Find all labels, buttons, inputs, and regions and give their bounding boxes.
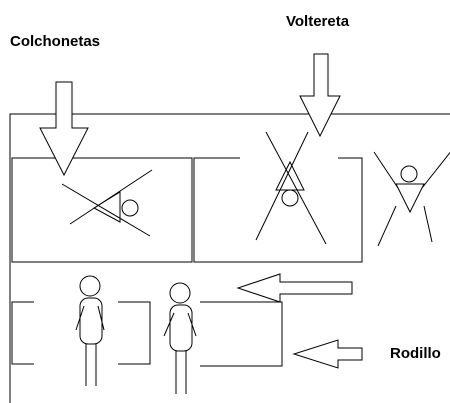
mat-rodillo-right xyxy=(200,301,283,367)
figure-standing-right xyxy=(163,282,197,394)
room-outline xyxy=(9,113,450,403)
label-voltereta: Voltereta xyxy=(286,13,350,30)
arrow-left-rodillo xyxy=(292,339,363,369)
figure-inverted-standing xyxy=(373,151,450,247)
arrow-down-voltereta xyxy=(299,53,341,138)
label-colchonetas: Colchonetas xyxy=(10,33,101,50)
mat-voltereta xyxy=(193,157,363,263)
mat-rodillo xyxy=(118,301,151,365)
label-rodillo: Rodillo xyxy=(390,345,441,362)
mat-colchonetas xyxy=(11,157,193,263)
figure-lying-crossed xyxy=(61,169,153,237)
figure-voltereta-crossed xyxy=(255,131,327,245)
figure-standing-left xyxy=(75,275,105,386)
mat-bottom-left xyxy=(11,301,34,365)
arrow-down-colchonetas xyxy=(39,81,89,177)
arrow-left-middle xyxy=(236,273,353,303)
